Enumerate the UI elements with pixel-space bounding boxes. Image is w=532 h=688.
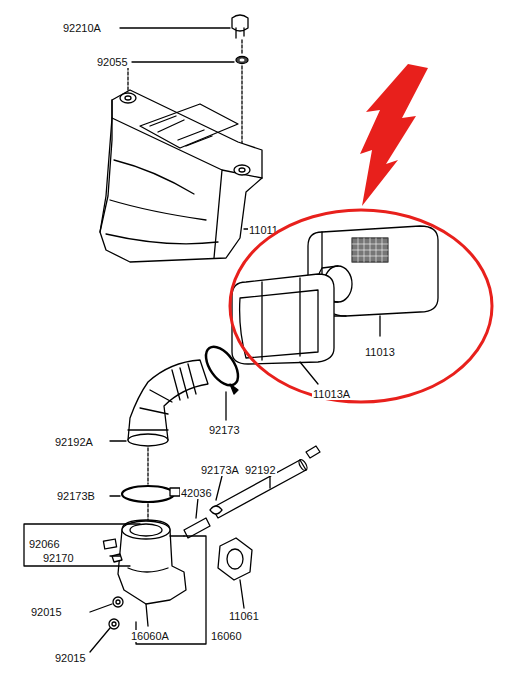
callout-number: 92015 bbox=[54, 652, 87, 664]
callout-number: 11061 bbox=[228, 610, 260, 622]
callout-number: 92173A bbox=[200, 464, 240, 476]
ellipse-outline bbox=[228, 208, 494, 404]
callout-number: 11013A bbox=[312, 388, 351, 400]
callout-number: 92192A bbox=[54, 436, 94, 448]
callout-number: 16060 bbox=[210, 630, 243, 642]
callout-number: 92066 bbox=[28, 538, 61, 550]
callout-number: 92173 bbox=[208, 424, 241, 436]
highlight-ellipse: 11013 11013A bbox=[228, 208, 494, 404]
callout-number: 42036 bbox=[180, 487, 213, 499]
callout-number: 92210A bbox=[62, 22, 102, 34]
callout-number: 92173B bbox=[56, 490, 96, 502]
callout-number: 92192 bbox=[244, 464, 277, 476]
callout-number: 92055 bbox=[96, 56, 129, 68]
callout-number: 16060A bbox=[130, 630, 170, 642]
callout-number: 11013 bbox=[364, 346, 396, 358]
callout-number: 92170 bbox=[42, 552, 75, 564]
callout-number: 92015 bbox=[30, 606, 63, 618]
